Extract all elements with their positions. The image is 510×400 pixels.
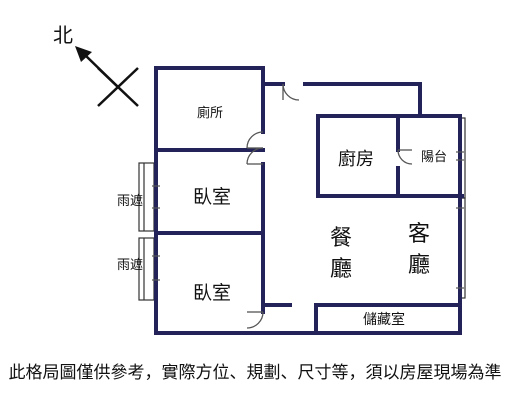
windows [152,151,464,289]
door-icon [397,149,413,165]
north-arrow-shaft [84,54,119,88]
room-label-kitchen: 廚房 [338,148,374,170]
room-label-bedroom-1: 臥室 [193,186,231,208]
compass: 北 [53,23,139,107]
doors [246,83,413,329]
north-label: 北 [53,23,73,47]
walls [154,66,464,335]
door-icon [246,311,264,329]
room-label-toilet: 廁所 [197,105,223,121]
room-label-balcony: 陽台 [421,150,447,165]
door-icon [282,83,300,101]
room-label-storage: 儲藏室 [363,311,405,328]
room-label-bedroom-2: 臥室 [193,282,231,304]
room-label-dining-1: 餐 [330,226,352,251]
room-label-living-1: 客 [408,222,430,247]
room-label-awning-2: 雨遮 [117,257,143,273]
north-arrow-icon [75,46,92,62]
door-icon [246,131,264,149]
disclaimer-text: 此格局圖僅供參考，實際方位、規劃、尺寸等，須以房屋現場為準 [9,363,502,383]
room-label-living-2: 廳 [408,253,430,278]
room-label-awning-1: 雨遮 [117,193,143,209]
door-icon [246,147,264,165]
room-label-dining-2: 廳 [330,257,352,282]
